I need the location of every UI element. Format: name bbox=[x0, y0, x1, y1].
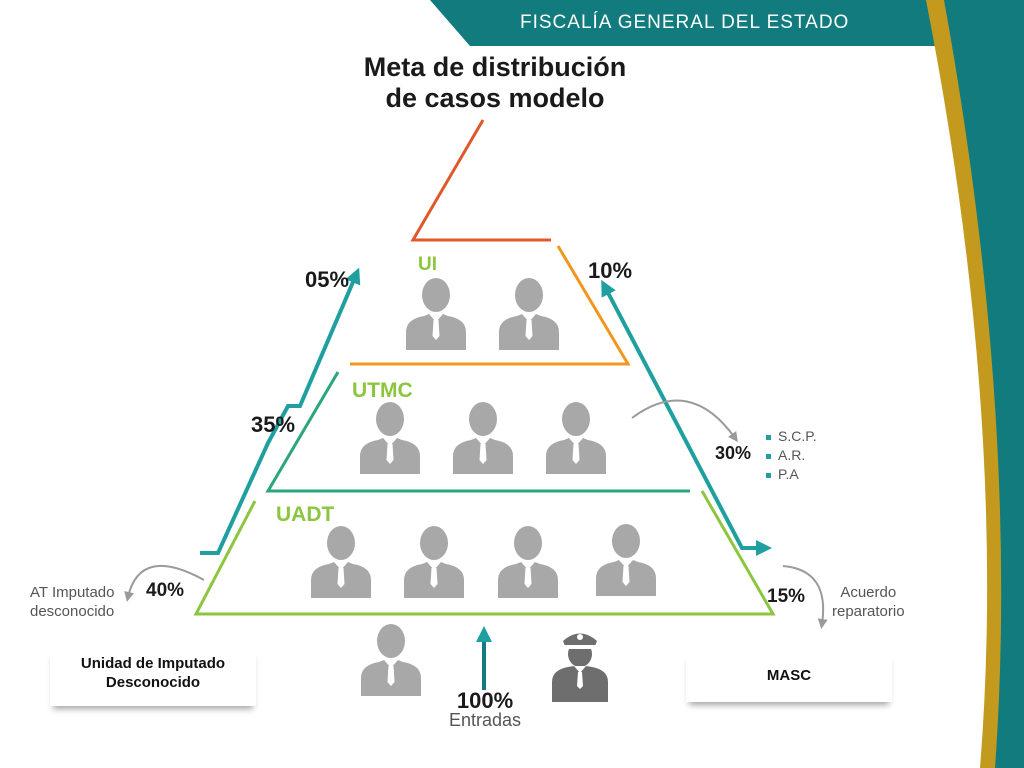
person-icon bbox=[311, 526, 371, 598]
bullet-item: A.R. bbox=[766, 446, 817, 465]
bullet-item: S.C.P. bbox=[766, 427, 817, 446]
pct-uadt-right: 15% bbox=[767, 586, 806, 607]
diagram-title: Meta de distribución de casos modelo bbox=[330, 52, 660, 114]
bullet-item: P.A bbox=[766, 465, 817, 484]
entries-percentage: 100% bbox=[456, 688, 514, 713]
person-icon bbox=[360, 402, 420, 474]
at-imputado-line1: AT Imputado bbox=[30, 584, 115, 601]
masc-card: MASC bbox=[686, 652, 892, 702]
person-icon bbox=[406, 278, 466, 350]
level-label-ui: UI bbox=[418, 254, 437, 275]
utmc-curved-arrow bbox=[631, 399, 738, 443]
at-imputado-label: AT Imputado desconocido bbox=[30, 583, 115, 621]
pct-utmc-left: 35% bbox=[251, 412, 296, 437]
person-icon bbox=[596, 524, 656, 596]
pyramid-apex-line bbox=[410, 119, 551, 242]
officer-icon bbox=[552, 633, 608, 702]
utmc-level-outline bbox=[265, 371, 690, 493]
acuerdo-line1: Acuerdo bbox=[840, 584, 897, 601]
person-icon bbox=[361, 624, 421, 696]
person-icon bbox=[499, 278, 559, 350]
acuerdo-line2: reparatorio bbox=[832, 603, 905, 620]
diagram-title-line1: Meta de distribución bbox=[363, 52, 627, 82]
header-organization: FISCALÍA GENERAL DEL ESTADO bbox=[520, 12, 850, 33]
unidad-imputado-line1: Unidad de Imputado bbox=[80, 655, 226, 672]
at-imputado-line2: desconocido bbox=[30, 603, 115, 620]
unidad-imputado-line2: Desconocido bbox=[105, 674, 201, 691]
level-label-uadt: UADT bbox=[276, 503, 335, 526]
acuerdo-curved-arrow bbox=[782, 565, 828, 629]
pct-ui-right: 10% bbox=[588, 258, 633, 283]
entries-label: Entradas bbox=[448, 710, 522, 730]
header-band bbox=[430, 0, 1024, 46]
ui-level-outline bbox=[350, 245, 631, 366]
masc-label: MASC bbox=[766, 667, 812, 684]
diagram-title-line2: de casos modelo bbox=[385, 83, 605, 113]
at-curved-arrow bbox=[124, 565, 205, 602]
pct-utmc-right: 30% bbox=[715, 443, 752, 463]
acuerdo-reparatorio-label: Acuerdo reparatorio bbox=[832, 583, 905, 621]
unidad-imputado-card: Unidad de Imputado Desconocido bbox=[50, 648, 256, 706]
left-flow-arrow bbox=[200, 267, 361, 555]
outcome-bullet-list: S.C.P. A.R. P.A bbox=[766, 427, 817, 484]
level-label-utmc: UTMC bbox=[352, 379, 413, 402]
pct-uadt-left: 40% bbox=[146, 580, 185, 601]
person-icon bbox=[546, 402, 606, 474]
right-decorative-bands bbox=[926, 0, 1024, 768]
person-icon bbox=[498, 526, 558, 598]
person-icon bbox=[404, 526, 464, 598]
pct-ui-left: 05% bbox=[305, 267, 350, 292]
person-icon bbox=[453, 402, 513, 474]
right-flow-arrow bbox=[601, 279, 772, 556]
